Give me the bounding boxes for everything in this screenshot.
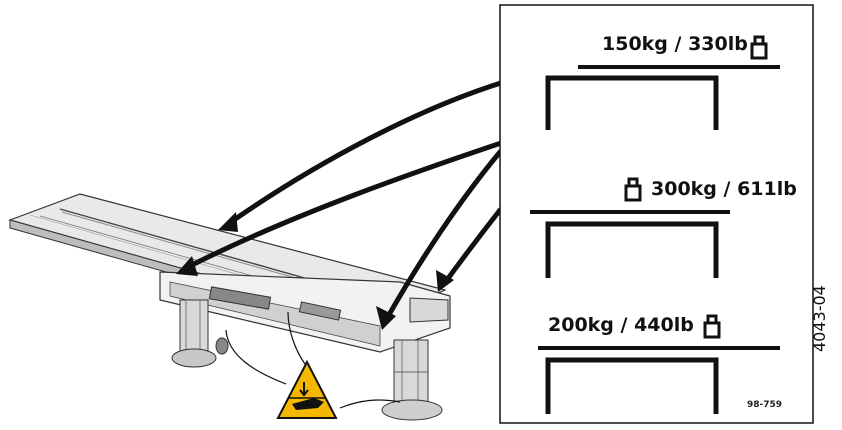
right-column (381, 339, 443, 421)
config-2-drawing (530, 210, 730, 278)
callout-arrows (176, 79, 513, 330)
config-3-drawing (538, 346, 780, 414)
left-column (171, 299, 229, 368)
figure-number: 4043-04 (810, 285, 829, 352)
table-base (159, 271, 451, 353)
warning-leader-lines (225, 311, 401, 409)
hand-crush-warning-icon (276, 359, 338, 419)
config-2-load-label: 300kg / 611lb (651, 178, 797, 200)
load-capacity-panel (499, 4, 814, 424)
weight-icon (624, 177, 642, 202)
weight-icon (750, 35, 768, 60)
drawing-code: 98-759 (747, 400, 783, 410)
weight-icon (703, 314, 721, 339)
config-3-load-label: 200kg / 440lb (548, 314, 694, 336)
config-1-drawing (545, 65, 780, 130)
config-1-load-label: 150kg / 330lb (602, 33, 748, 55)
